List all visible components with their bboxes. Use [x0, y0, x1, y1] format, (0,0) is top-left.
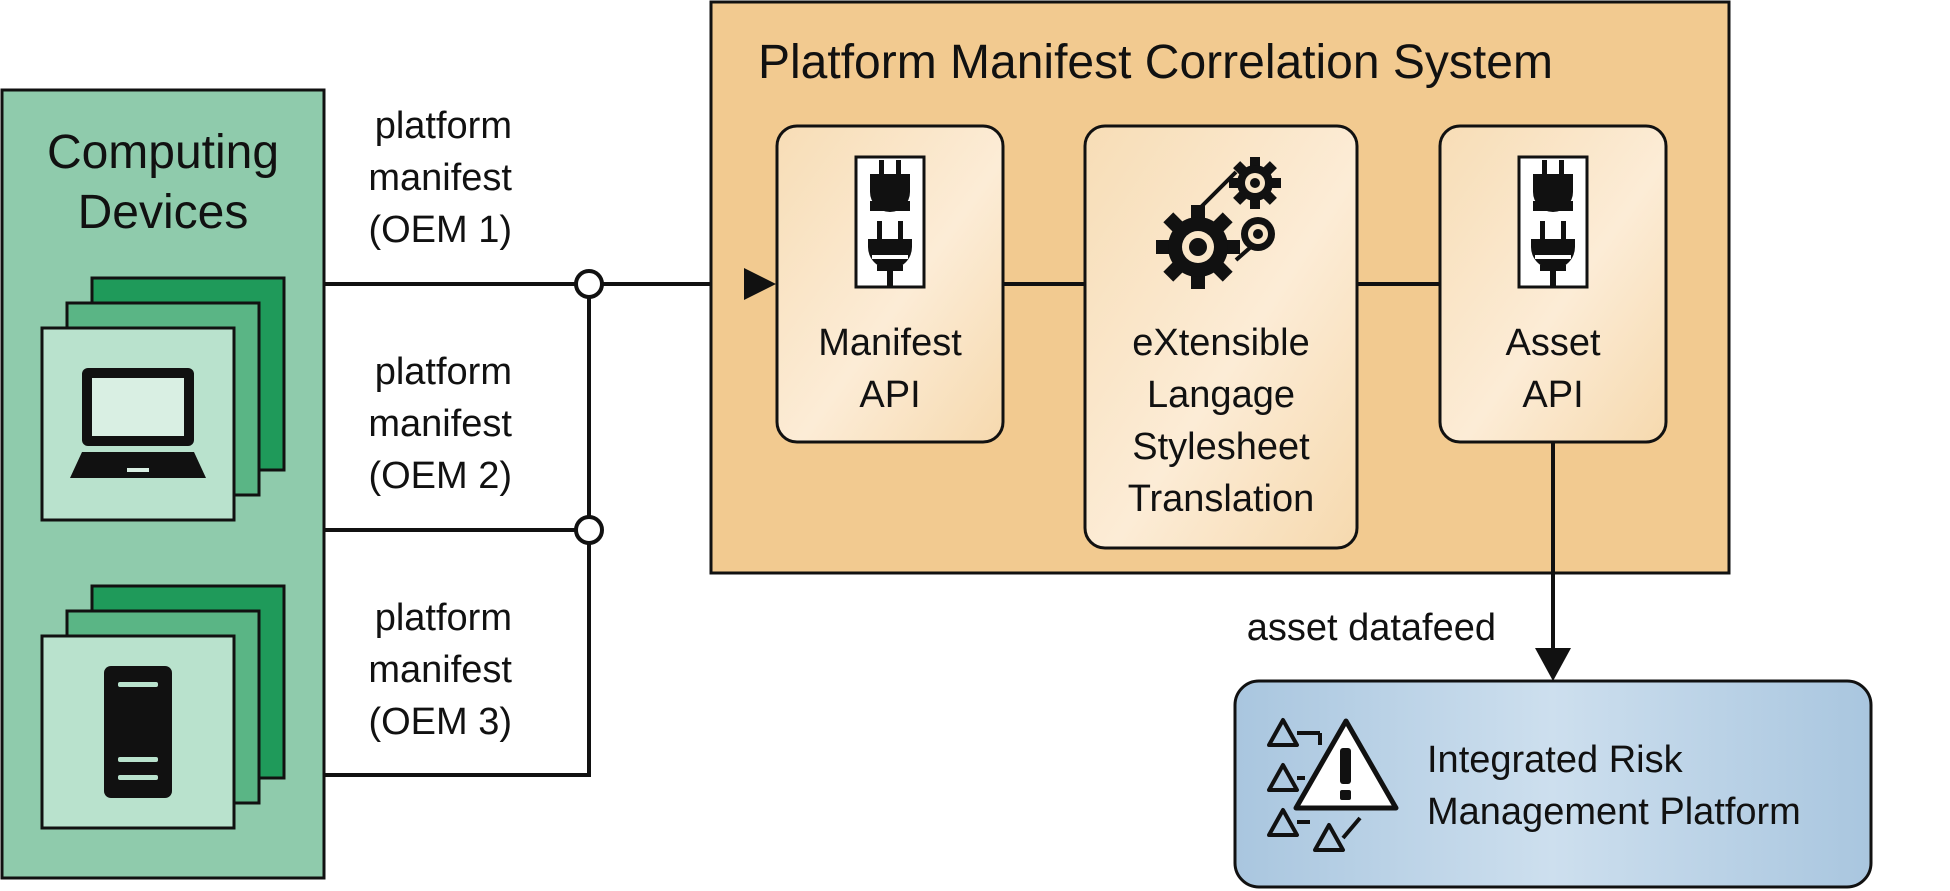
server-device-stack [40, 584, 286, 830]
manifest-label-oem1: platform manifest (OEM 1) [368, 105, 512, 251]
risk-warning-icon [1267, 718, 1399, 852]
svg-text:manifest: manifest [368, 157, 512, 199]
svg-text:Langage: Langage [1147, 374, 1295, 416]
laptop-icon [70, 368, 206, 478]
gears-icon [1156, 157, 1281, 289]
plug-icon [1517, 155, 1589, 289]
junction-node-1 [574, 269, 604, 299]
svg-text:platform: platform [375, 351, 512, 393]
svg-text:manifest: manifest [368, 403, 512, 445]
system-title: Platform Manifest Correlation System [758, 36, 1553, 89]
svg-text:platform: platform [375, 597, 512, 639]
xslt-box: eXtensible Langage Stylesheet Translatio… [1083, 124, 1359, 550]
manifest-label-oem3: platform manifest (OEM 3) [368, 597, 512, 743]
manifest-label-oem2: platform manifest (OEM 2) [368, 351, 512, 497]
manifest-connectors [324, 282, 748, 777]
manifest-api-box: Manifest API [775, 124, 1005, 444]
svg-text:API: API [1522, 374, 1583, 416]
svg-text:platform: platform [375, 105, 512, 147]
svg-text:Asset: Asset [1505, 322, 1600, 364]
correlation-system-panel: Platform Manifest Correlation System Man… [709, 0, 1731, 575]
asset-api-box: Asset API [1438, 124, 1668, 444]
oem3-line [324, 543, 591, 777]
svg-text:Integrated Risk: Integrated Risk [1427, 739, 1684, 781]
svg-text:manifest: manifest [368, 649, 512, 691]
svg-text:Translation: Translation [1128, 478, 1315, 520]
irm-platform-box: Integrated Risk Management Platform [1233, 679, 1873, 889]
asset-datafeed-connector [1535, 442, 1571, 681]
asset-datafeed-label: asset datafeed [1247, 607, 1496, 649]
computing-devices-panel: Computing Devices [0, 88, 326, 880]
server-icon [104, 666, 172, 798]
svg-text:Stylesheet: Stylesheet [1132, 426, 1310, 468]
devices-title-line1: Computing [47, 126, 279, 179]
svg-text:(OEM 3): (OEM 3) [368, 701, 512, 743]
laptop-device-stack [40, 276, 286, 522]
devices-title-line2: Devices [78, 186, 249, 239]
svg-text:Management Platform: Management Platform [1427, 791, 1801, 833]
junction-node-2 [574, 515, 604, 545]
svg-text:(OEM 2): (OEM 2) [368, 455, 512, 497]
svg-text:(OEM 1): (OEM 1) [368, 209, 512, 251]
plug-icon [854, 155, 926, 289]
arrow-into-manifest-api [744, 268, 776, 300]
svg-text:eXtensible: eXtensible [1132, 322, 1309, 364]
svg-text:Manifest: Manifest [818, 322, 962, 364]
svg-text:API: API [859, 374, 920, 416]
